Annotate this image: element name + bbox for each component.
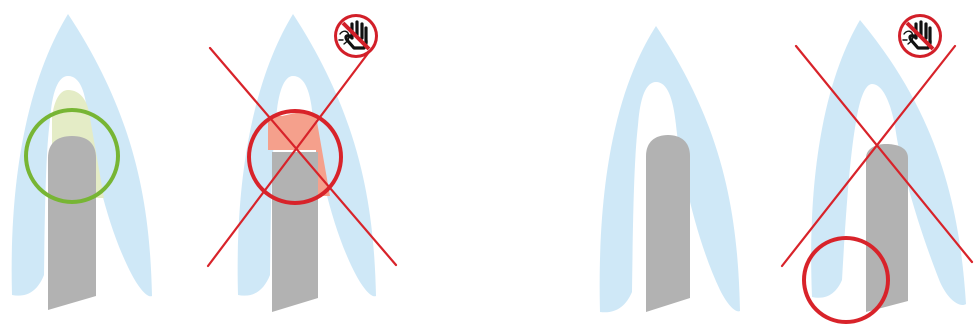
no-touch-hand-icon <box>898 14 942 58</box>
implant-post <box>272 152 318 312</box>
implant-post <box>646 135 690 312</box>
implant-post <box>48 136 96 310</box>
panel-wrong-2 <box>208 14 396 312</box>
panel-correct-1 <box>12 14 152 310</box>
no-touch-hand-icon <box>334 14 378 58</box>
panel-correct-3 <box>600 26 740 312</box>
panel-wrong-4 <box>782 14 972 322</box>
